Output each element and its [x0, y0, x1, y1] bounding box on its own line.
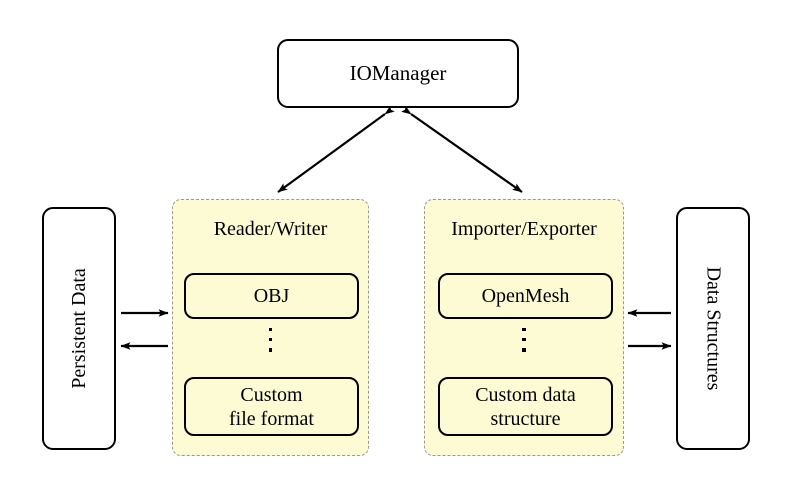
group-importer-exporter-title: Importer/Exporter	[451, 218, 597, 240]
node-custom-file-format-label: Custom file format	[229, 383, 314, 431]
group-importer-exporter[interactable]: Importer/Exporter OpenMesh Custom data s…	[424, 199, 624, 456]
ellipsis-dot	[522, 338, 526, 342]
ellipsis-dot	[268, 328, 273, 332]
iomanager-box[interactable]: IOManager	[277, 39, 519, 108]
node-persistent-data[interactable]: Persistent Data	[42, 207, 116, 450]
ellipsis-dot	[268, 338, 273, 342]
ellipsis-dot	[522, 328, 526, 332]
node-obj[interactable]: OBJ	[184, 273, 359, 319]
node-data-structures[interactable]: Data Structures	[676, 207, 750, 450]
node-custom-data-structure-line2: structure	[490, 407, 561, 430]
node-persistent-data-label: Persistent Data	[67, 268, 90, 389]
ellipsis-reader-writer	[173, 328, 368, 352]
ellipsis-dot	[522, 348, 526, 352]
node-openmesh-label: OpenMesh	[481, 285, 570, 307]
ellipsis-dot	[268, 348, 273, 352]
group-reader-writer[interactable]: Reader/Writer OBJ Custom file format	[172, 199, 369, 456]
group-reader-writer-title: Reader/Writer	[213, 218, 328, 240]
node-custom-data-structure[interactable]: Custom data structure	[438, 377, 613, 436]
node-obj-label: OBJ	[253, 285, 290, 307]
arrow-manager-readerwriter	[277, 105, 395, 193]
node-custom-file-format-line1: Custom	[240, 383, 303, 406]
node-custom-data-structure-label: Custom data structure	[475, 383, 576, 431]
node-custom-file-format-line2: file format	[229, 407, 314, 430]
ellipsis-importer-exporter	[425, 328, 623, 352]
node-openmesh[interactable]: OpenMesh	[438, 273, 613, 319]
node-data-structures-label: Data Structures	[702, 266, 725, 391]
arrow-manager-importerexporter	[401, 105, 523, 193]
node-custom-data-structure-line1: Custom data	[475, 383, 576, 406]
node-custom-file-format[interactable]: Custom file format	[184, 377, 359, 436]
iomanager-label: IOManager	[349, 61, 447, 86]
